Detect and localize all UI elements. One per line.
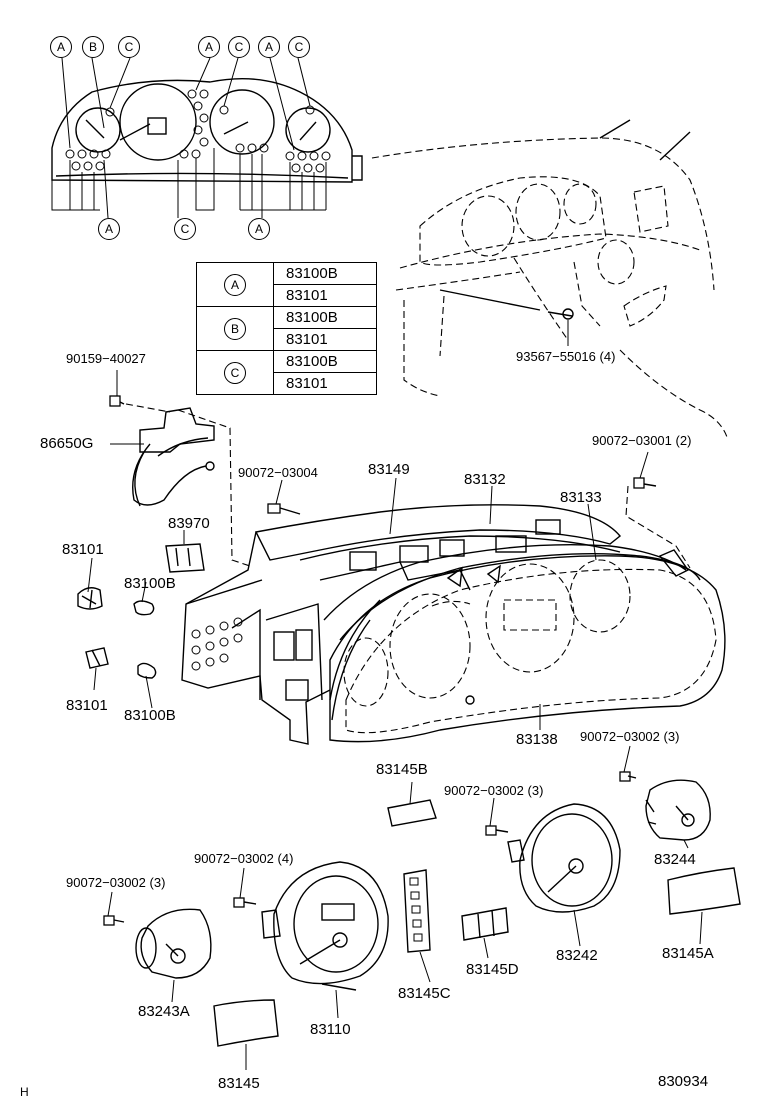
buzzer-harness-drawing [109,395,251,567]
label-86650g: 86650G [40,435,94,452]
label-83149: 83149 [368,461,410,478]
meter-assembly-drawing [181,477,726,745]
callout-a: A [50,36,72,58]
callout-legend-table: A 83100B 83101 B 83100B 83101 C 83100B 8… [196,262,377,395]
callout-b: B [82,36,104,58]
label-83243a: 83243A [138,1003,190,1020]
legend-row: A 83100B [196,262,377,307]
legend-key-c: C [224,361,246,384]
legend-key-b: B [224,317,246,340]
label-83101: 83101 [62,541,104,558]
legend-key-cell: C [196,350,274,395]
legend-part: 83100B [273,262,377,285]
label-83100b: 83100B [124,707,176,724]
legend-row: 83101 [197,328,377,351]
label-83145d: 83145D [466,961,519,978]
legend-row: C 83100B [196,350,377,395]
label-83242: 83242 [556,947,598,964]
gauge-83244-drawing [619,771,711,841]
plate-83145B-drawing [387,799,437,827]
leader-lines [87,370,703,1070]
label-83100b: 83100B [124,575,176,592]
callout-c: C [174,218,196,240]
legend-part: 83101 [273,284,377,307]
speedometer-83242-drawing [485,803,621,913]
label-90072-03002-right: 90072−03002 (3) [580,729,680,744]
callout-a: A [98,218,120,240]
label-93567-55016: 93567−55016 (4) [516,349,616,364]
label-90072-03001: 90072−03001 (2) [592,433,692,448]
label-83244: 83244 [654,851,696,868]
label-83132: 83132 [464,471,506,488]
cluster-detail-drawing [51,57,363,219]
callout-a: A [248,218,270,240]
plate-83145-drawing [213,999,279,1047]
callout-a: A [258,36,280,58]
label-83970: 83970 [168,515,210,532]
label-83145b: 83145B [376,761,428,778]
label-83145c: 83145C [398,985,451,1002]
label-90072-03004: 90072−03004 [238,465,318,480]
legend-part: 83100B [273,350,377,373]
legend-row: B 83100B [196,306,377,351]
legend-key-cell: A [196,262,274,307]
callout-a: A [198,36,220,58]
tachometer-83110-drawing [233,861,389,991]
strip-83145C-drawing [403,869,431,953]
legend-part: 83101 [273,328,377,351]
plate-83145D-drawing [461,907,509,941]
label-83101: 83101 [66,697,108,714]
label-83145a: 83145A [662,945,714,962]
label-83138: 83138 [516,731,558,748]
dashboard-location-drawing [371,119,729,441]
legend-part: 83101 [273,372,377,395]
legend-key-cell: B [196,306,274,351]
callout-c: C [118,36,140,58]
diagram-number: 830934 [658,1073,709,1090]
label-83133: 83133 [560,489,602,506]
legend-key-a: A [224,273,246,296]
label-90072-03002-four: 90072−03002 (4) [194,851,294,866]
footer-code-left: H [20,1085,29,1099]
label-83145: 83145 [218,1075,260,1092]
plate-83145A-drawing [667,867,741,915]
callout-c: C [228,36,250,58]
gauge-83243A-drawing [103,908,212,979]
legend-row: 83101 [197,372,377,395]
callout-c: C [288,36,310,58]
legend-part: 83100B [273,306,377,329]
bulbs-sockets-drawing [77,543,205,679]
label-90072-03002-left: 90072−03002 (3) [66,875,166,890]
label-90159-40027: 90159−40027 [66,351,146,366]
label-90072-03002-middle: 90072−03002 (3) [444,783,544,798]
label-83110: 83110 [310,1021,351,1038]
